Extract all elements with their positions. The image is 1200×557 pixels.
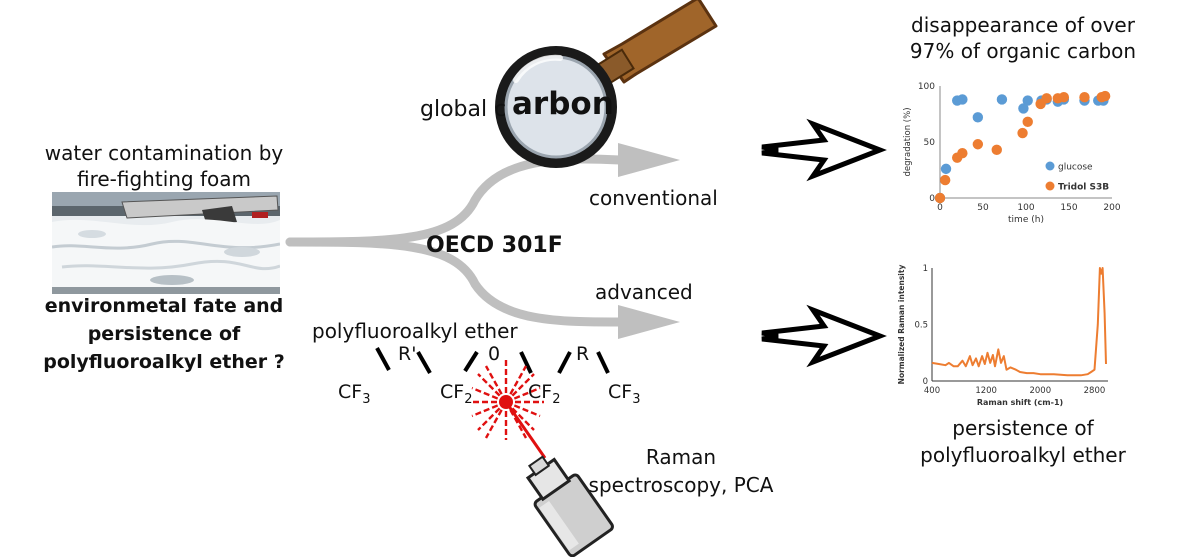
data-point — [1041, 93, 1052, 104]
y-tick-label: 100 — [918, 82, 935, 92]
branch-label-advanced: advanced — [595, 280, 693, 304]
degradation-chart: 0 50 100 150 200 0 50 100 time (h) degradation (%… — [903, 82, 1121, 225]
outline-arrow-bottom — [761, 304, 887, 368]
method-label: OECD 301F — [426, 233, 563, 258]
data-point — [972, 112, 984, 123]
result-top-line-1: disappearance of over — [911, 13, 1135, 37]
data-point — [996, 94, 1008, 105]
data-point — [1058, 92, 1070, 103]
magnifier-icon — [495, 0, 718, 168]
result-top-line-2: 97% of organic carbon — [909, 39, 1137, 63]
data-point — [1018, 103, 1029, 114]
legend-marker — [1045, 181, 1055, 191]
data-point — [957, 148, 968, 159]
magnified-text: arbon — [512, 86, 614, 122]
molecule-r-prime: R' — [398, 343, 417, 365]
y-axis-title: Normalized Raman intensity — [897, 265, 906, 385]
x-tick-label: 150 — [1060, 203, 1077, 213]
flow-arrowhead-top — [618, 143, 680, 177]
branch-label-conventional: conventional — [589, 186, 718, 210]
molecule-oxygen: 0 — [488, 343, 501, 365]
legend-label: Tridol S3B — [1058, 183, 1109, 193]
outline-arrow-top — [761, 118, 887, 182]
question-line-2: persistence of — [87, 323, 241, 345]
molecule-cf3-right: CF3 — [608, 381, 641, 407]
bond — [416, 351, 432, 374]
x-tick-label: 200 — [1103, 203, 1120, 213]
y-axis-title: degradation (%) — [903, 107, 913, 176]
molecule-cf2-right: CF2 — [528, 381, 561, 407]
data-point — [1022, 95, 1033, 106]
caption-line-1: water contamination by — [44, 141, 284, 165]
fire-fighting-foam-photo — [52, 192, 280, 294]
y-tick-label: 0 — [929, 194, 935, 204]
laser-burst — [470, 360, 544, 440]
x-tick-label: 0 — [937, 203, 943, 213]
raman-line-1: Raman — [645, 445, 717, 469]
x-tick-label: 2000 — [1029, 386, 1051, 396]
molecule-cf2-left: CF2 — [440, 381, 473, 407]
x-axis-title: Raman shift (cm-1) — [977, 398, 1063, 407]
question-line-3: polyfluoroalkyl ether ? — [43, 351, 285, 373]
flow-arrowhead-bottom — [618, 305, 680, 339]
x-tick-label: 1200 — [975, 386, 997, 396]
result-bottom-line-2: polyfluoroalkyl ether — [920, 443, 1126, 467]
molecule-cf3-left: CF3 — [338, 381, 371, 407]
data-point — [991, 144, 1002, 156]
bond — [375, 347, 391, 371]
data-point — [1017, 127, 1028, 139]
result-bottom-line-1: persistence of — [952, 416, 1094, 440]
raman-probe-icon — [525, 455, 614, 557]
bond — [596, 351, 610, 374]
bond — [557, 351, 572, 374]
spectrum-line — [931, 267, 1107, 377]
x-tick-label: 50 — [977, 203, 989, 213]
data-point — [1099, 90, 1111, 102]
caption-line-2: fire-fighting foam — [76, 167, 251, 191]
molecule-bonds — [375, 347, 610, 374]
data-point — [1022, 116, 1033, 128]
raman-line-2: spectroscopy, PCA — [588, 473, 774, 497]
data-point — [934, 192, 946, 204]
data-point — [940, 163, 952, 175]
data-point — [972, 139, 984, 150]
y-tick-label: 0 — [923, 377, 928, 387]
laser-beam — [504, 401, 547, 459]
molecule-title: polyfluoroalkyl ether — [312, 319, 518, 343]
legend-marker — [1045, 161, 1055, 171]
data-point — [1079, 92, 1090, 103]
x-axis-title: time (h) — [1008, 215, 1044, 225]
data-point — [957, 94, 968, 105]
data-point — [939, 174, 951, 186]
global-carbon-prefix: global c — [420, 97, 507, 122]
legend-label: glucose — [1058, 163, 1093, 173]
x-tick-label: 2800 — [1084, 386, 1106, 396]
y-tick-label: 50 — [924, 138, 936, 148]
bond — [463, 350, 479, 373]
question-line-1: environmetal fate and — [44, 295, 284, 317]
y-tick-label: 1 — [923, 264, 928, 274]
y-tick-label: 0.5 — [914, 321, 928, 331]
bond — [519, 351, 533, 374]
x-tick-label: 100 — [1017, 203, 1034, 213]
molecule-r: R — [576, 343, 590, 365]
x-tick-label: 400 — [924, 386, 940, 396]
